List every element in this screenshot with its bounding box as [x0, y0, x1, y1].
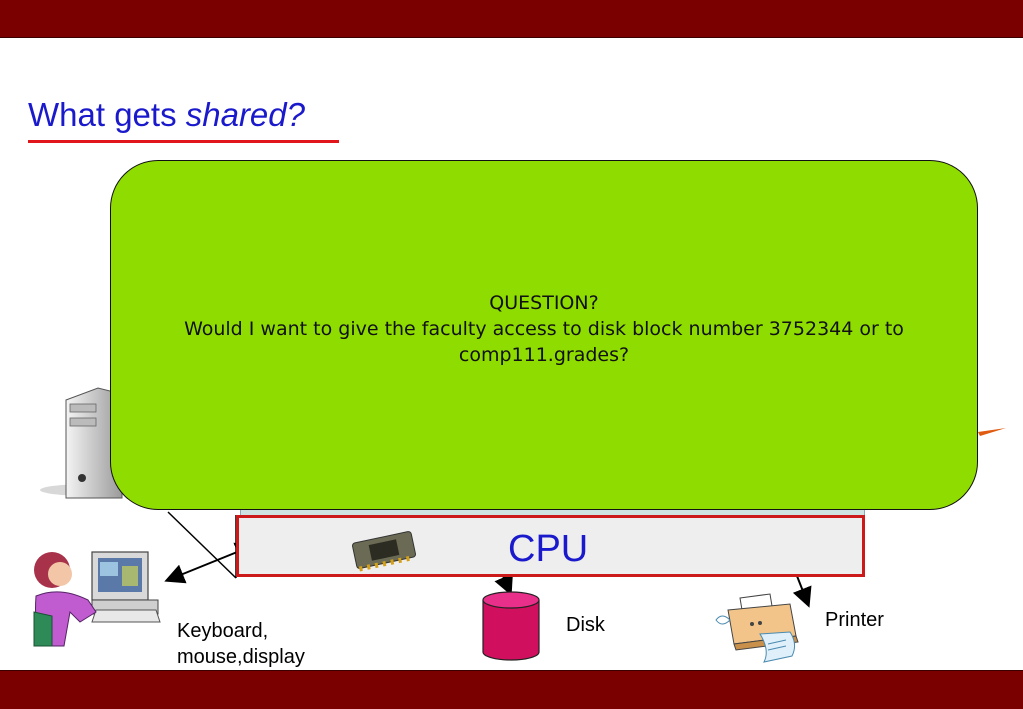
user-at-computer-icon	[33, 551, 161, 647]
decorative-streak	[978, 428, 1006, 436]
slide-title: What gets shared?	[28, 96, 305, 134]
keyboard-label-line1: Keyboard,	[177, 620, 269, 642]
keyboard-label-line2: mouse,display	[177, 646, 305, 668]
question-line2: comp111.grades?	[458, 344, 630, 366]
printer-icon	[715, 593, 799, 663]
cpu-chip-icon	[352, 531, 416, 572]
question-line1: Would I want to give the faculty access …	[184, 318, 904, 340]
footer-bar	[0, 670, 1023, 709]
keyboard-label: Keyboard, mouse,display	[177, 618, 305, 670]
question-text: QUESTION? Would I want to give the facul…	[134, 290, 954, 368]
question-callout: QUESTION? Would I want to give the facul…	[110, 160, 978, 510]
title-plain: What gets	[28, 96, 186, 133]
header-bar	[0, 0, 1023, 38]
disk-label: Disk	[566, 614, 605, 636]
printer-label: Printer	[825, 609, 884, 631]
cpu-box	[236, 515, 865, 577]
title-emphasis: shared?	[185, 96, 305, 133]
title-underline	[28, 140, 339, 143]
cpu-label: CPU	[508, 528, 589, 570]
disk-cylinder-icon	[482, 591, 540, 661]
question-heading: QUESTION?	[489, 292, 599, 314]
